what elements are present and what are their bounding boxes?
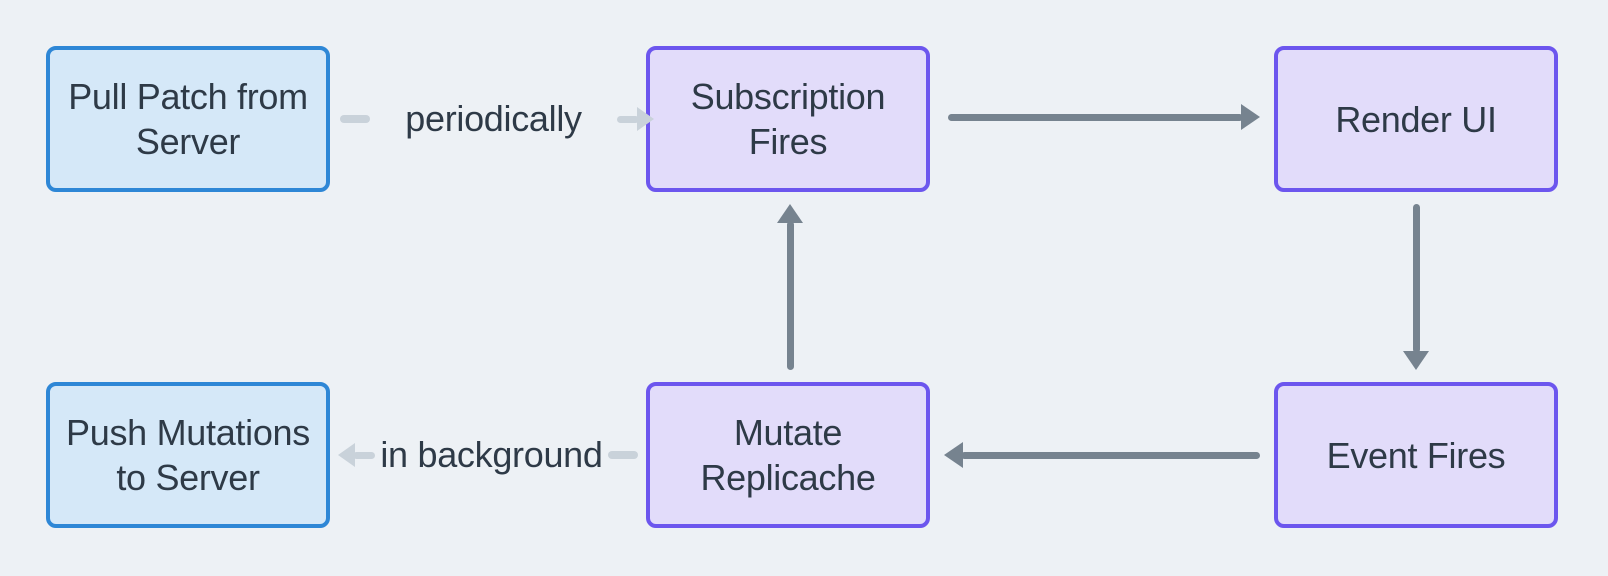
node-pull-patch-from-server: Pull Patch from Server — [46, 46, 330, 192]
node-label: Push Mutations to Server — [66, 412, 310, 498]
arrowhead-right-icon — [1241, 104, 1260, 130]
node-label: Mutate Replicache — [700, 412, 876, 498]
arrow-right-icon — [617, 107, 654, 131]
edge-line — [786, 221, 794, 370]
node-mutate-replicache: Mutate Replicache — [646, 382, 930, 528]
edge-line — [948, 113, 1243, 121]
arrowhead-left-icon — [338, 443, 355, 467]
arrowhead-right-icon — [637, 107, 654, 131]
edge-label-periodically: periodically — [405, 98, 582, 139]
edge-event-to-mutate — [944, 442, 1260, 468]
edge-dash — [607, 451, 638, 459]
arrowhead-left-icon — [944, 442, 963, 468]
edge-subscription-to-render — [948, 104, 1260, 130]
edge-dash — [340, 115, 370, 123]
edge-line — [1412, 204, 1420, 353]
node-label: Pull Patch from Server — [68, 76, 308, 162]
edge-line — [617, 115, 639, 123]
node-event-fires: Event Fires — [1274, 382, 1558, 528]
arrowhead-up-icon — [777, 204, 803, 223]
node-label: Render UI — [1335, 98, 1497, 140]
node-subscription-fires: Subscription Fires — [646, 46, 930, 192]
arrowhead-down-icon — [1403, 351, 1429, 370]
node-render-ui: Render UI — [1274, 46, 1558, 192]
node-push-mutations-to-server: Push Mutations to Server — [46, 382, 330, 528]
node-label: Event Fires — [1326, 434, 1506, 476]
edge-pull-to-subscription: periodically — [330, 97, 654, 141]
edge-render-to-event — [1403, 204, 1429, 370]
arrow-left-icon — [338, 443, 375, 467]
edge-mutate-to-subscription — [777, 204, 803, 370]
edge-line — [961, 451, 1260, 459]
edge-line — [353, 451, 375, 459]
edge-mutate-to-push: in background — [338, 433, 638, 477]
node-label: Subscription Fires — [690, 76, 886, 162]
edge-label-in-background: in background — [380, 434, 603, 475]
